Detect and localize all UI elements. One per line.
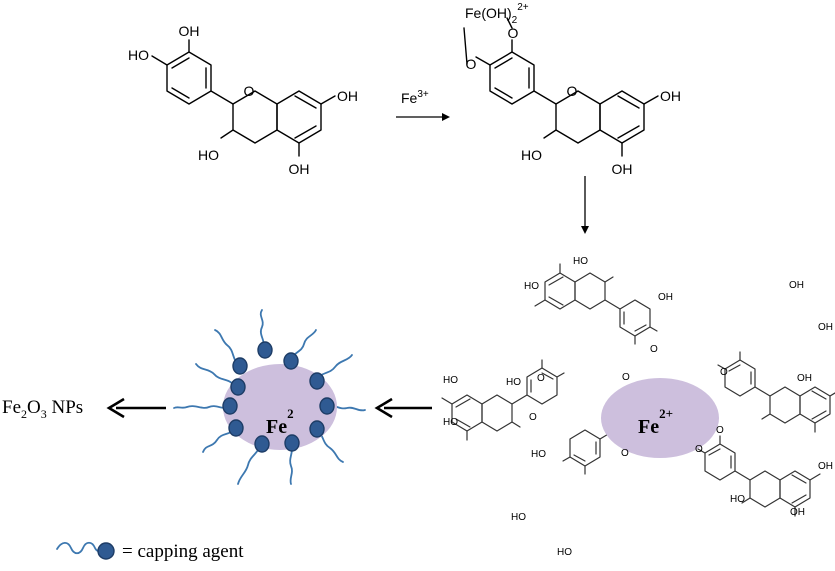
ligand-oh: OH	[789, 280, 804, 291]
ligand-o: O	[529, 412, 537, 423]
legend: = capping agent	[56, 541, 244, 562]
ligand-o: O	[716, 425, 724, 436]
complex-label: Fe(OH)22+	[465, 2, 529, 26]
ligand-oh: HO	[524, 281, 539, 292]
ligand-o: O	[621, 448, 629, 459]
ligand-oh: OH	[818, 322, 833, 333]
legend-label: = capping agent	[122, 541, 244, 562]
iron-catechin-complex: Fe(OH)22+ O O O OH OH HO	[463, 2, 681, 177]
oh-label-bottom: OH	[289, 161, 310, 177]
reaction-arrow-4	[106, 397, 166, 419]
iron-cluster: Fe2+ O O O O O O O O HO HO OH HO HO HO H…	[441, 256, 835, 558]
reaction-arrow-2	[581, 176, 589, 234]
oh-label-left: HO	[128, 47, 149, 63]
ligand-oh: HO	[730, 494, 745, 505]
ligand-left	[441, 359, 565, 441]
ligand-o: O	[720, 367, 728, 378]
ligand-oh: HO	[443, 417, 458, 428]
ligand-o: O	[695, 444, 703, 455]
ligand-top	[534, 263, 658, 345]
iron-particle-core	[223, 364, 337, 450]
reaction-arrow-3	[374, 397, 432, 419]
chelate-o-top: O	[508, 25, 519, 41]
ligand-oh: OH	[790, 507, 805, 518]
oh-label-right: OH	[337, 88, 358, 104]
ligand-oh: OH	[658, 292, 673, 303]
ring-oxygen-label: O	[244, 83, 255, 99]
ligand-right	[717, 351, 835, 433]
capping-agent-symbol	[56, 541, 103, 555]
ring-oxygen-label: O	[567, 83, 578, 99]
iron-ion-core	[601, 378, 719, 458]
iron-ion-label: Fe2+	[638, 406, 673, 438]
reaction-arrow-1: Fe3+	[396, 89, 450, 121]
ligand-o: O	[622, 372, 630, 383]
product-label: Fe2O3 NPs	[2, 397, 83, 421]
ligand-oh: HO	[531, 449, 546, 460]
ligand-oh: HO	[443, 375, 458, 386]
oh-label-c3: HO	[521, 147, 542, 163]
ligand-oh: HO	[506, 377, 521, 388]
ligand-oh: HO	[557, 547, 572, 558]
particle-label: Fe2	[266, 406, 294, 438]
oh-label-bottom: OH	[612, 161, 633, 177]
chelate-o-left: O	[466, 56, 477, 72]
ligand-lower-right	[697, 435, 821, 517]
reagent-label: Fe3+	[401, 89, 429, 106]
ligand-oh: HO	[573, 256, 588, 267]
ligand-o: O	[537, 373, 545, 384]
ligand-o: O	[650, 344, 658, 355]
catechin-molecule: O OH HO OH OH HO	[128, 23, 358, 177]
oh-label-top: OH	[179, 23, 200, 39]
ligand-oh: HO	[511, 512, 526, 523]
oh-label-right: OH	[660, 88, 681, 104]
ligand-oh: OH	[797, 373, 812, 384]
ligand-oh: OH	[818, 461, 833, 472]
capped-nanoparticle: Fe2	[173, 309, 366, 485]
oh-label-c3: HO	[198, 147, 219, 163]
